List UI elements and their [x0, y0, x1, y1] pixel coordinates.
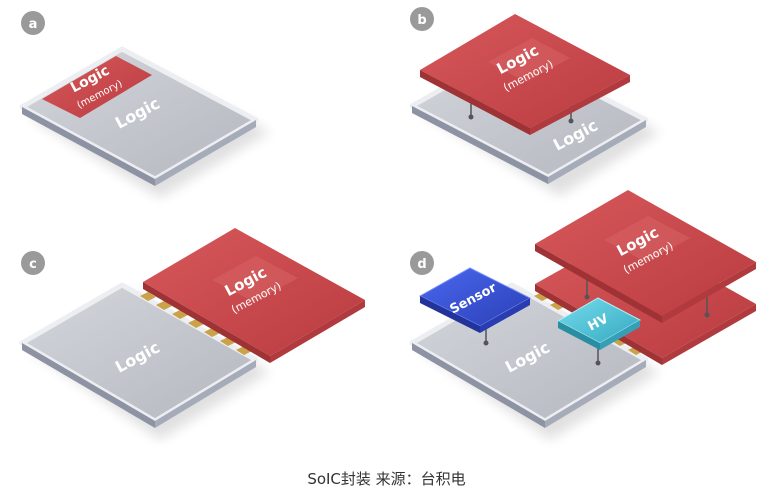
figure-caption: SoIC封装 来源：台积电: [307, 470, 466, 488]
panel-d: d Logic Logic (memory): [409, 190, 756, 440]
panel-a-badge-text: a: [29, 17, 38, 32]
panel-a-badge: [21, 11, 45, 35]
panel-b-badge: [410, 7, 434, 31]
panel-c-badge: [21, 251, 45, 275]
panel-a: a Logic Logic (memory): [19, 11, 270, 198]
panel-a-top-die: [42, 56, 152, 118]
panel-d-badge-text: d: [417, 257, 426, 272]
panel-c-bumps: [140, 292, 252, 355]
panel-c-badge-text: c: [29, 257, 37, 272]
panel-b: b Logic Logic (memory): [409, 7, 660, 196]
panel-c: c Logic Logic (memory): [19, 228, 365, 440]
panel-b-badge-text: b: [417, 13, 426, 28]
panel-d-badge: [410, 251, 434, 275]
